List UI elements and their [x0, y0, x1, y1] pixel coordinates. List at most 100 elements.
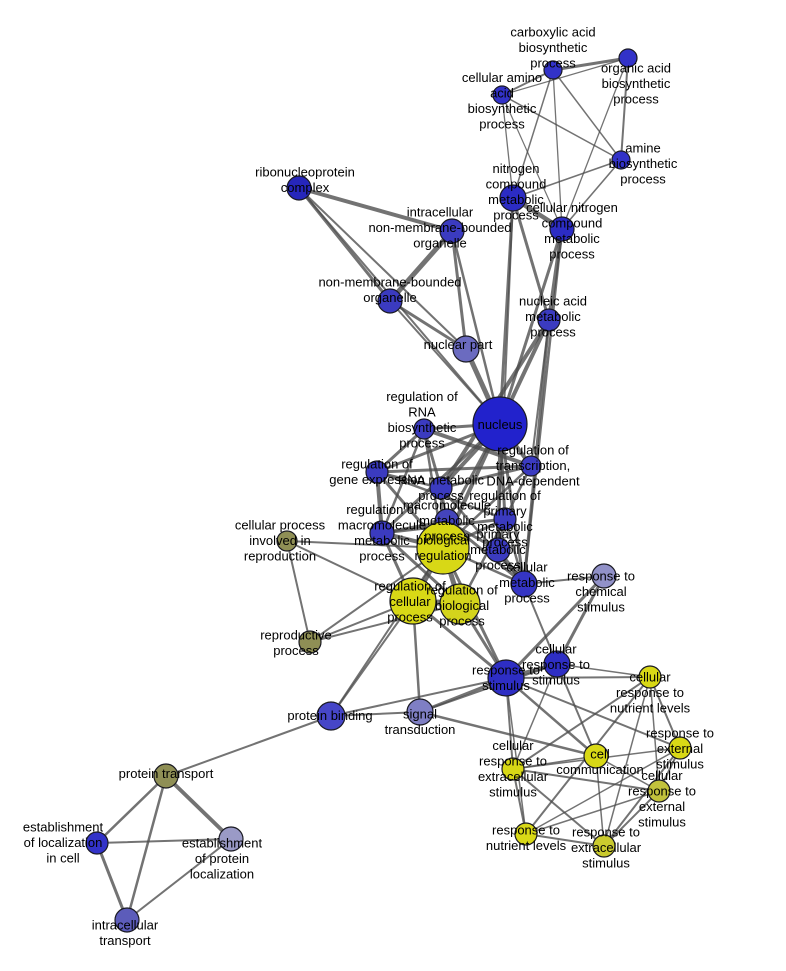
graph-node-label-npart: nuclear part — [424, 337, 493, 352]
edge-layer — [95, 56, 681, 922]
graph-edge-cres-rexc — [512, 768, 605, 847]
graph-node-inmb[interactable]: intracellular non-membrane-bounded organ… — [439, 218, 465, 244]
graph-edge-rtd-rnam — [439, 464, 533, 490]
node-layer: carboxylic acid biosynthetic process cell… — [85, 48, 692, 933]
graph-edge-cres-crex — [512, 768, 660, 792]
graph-node-rcp[interactable]: regulation of cellular process — [389, 577, 437, 625]
graph-edge-crn-rexc — [603, 676, 651, 847]
graph-node-bio[interactable]: biological regulation — [416, 521, 470, 575]
graph-node-rchem[interactable]: response to chemical stimulus — [591, 563, 617, 589]
graph-node-nmb[interactable]: non-membrane-bounded organelle — [377, 288, 403, 314]
graph-node-rrb[interactable]: regulation of RNA biosynthetic process — [413, 418, 435, 440]
graph-node-it[interactable]: intracellular transport — [114, 907, 140, 933]
graph-node-rexc[interactable]: response to extracellular stimulus — [592, 834, 616, 858]
graph-node-caa[interactable]: cellular amino acid biosynthetic process — [492, 85, 512, 105]
graph-node-rext[interactable]: response to external stimulus — [668, 736, 692, 760]
graph-edge-crs-cc — [556, 663, 597, 757]
graph-edge-crn-rext — [649, 676, 681, 749]
graph-node-rnp[interactable]: ribonucleoprotein complex — [286, 175, 312, 201]
graph-node-rpm[interactable]: regulation of primary metabolic process — [493, 507, 517, 531]
graph-node-rs[interactable]: response to stimulus — [487, 659, 525, 697]
graph-node-pt[interactable]: protein transport — [153, 763, 179, 789]
graph-edge-cpr-rep — [286, 540, 311, 643]
graph-edge-cc-rexc — [595, 755, 605, 847]
graph-node-nuc[interactable]: nucleus — [472, 396, 528, 452]
graph-edge-cab-ncm — [512, 69, 554, 199]
graph-node-rmm[interactable]: regulation of macromolecule metabolic pr… — [369, 520, 395, 546]
graph-edge-elc-it — [95, 841, 129, 922]
graph-edge-epl-it — [126, 838, 232, 921]
graph-edge-rnp-inmb — [297, 186, 454, 233]
graph-edge-amb-cnc — [561, 159, 622, 230]
graph-edge-pb-st — [330, 711, 421, 717]
graph-edge-rnp-npart — [298, 187, 467, 350]
graph-edge-caa-ncm — [501, 94, 514, 199]
graph-node-rnam[interactable]: RNA metabolic process — [429, 476, 453, 500]
graph-edge-rs-rext — [505, 677, 681, 749]
graph-edge-elc-epl — [96, 838, 232, 844]
graph-edge-pt-it — [125, 774, 168, 922]
graph-node-npart[interactable]: nuclear part — [452, 335, 480, 363]
graph-node-st[interactable]: signal transduction — [406, 698, 434, 726]
graph-node-label-nuc: nucleus — [478, 417, 523, 432]
graph-edge-inmb-nmb — [387, 228, 455, 304]
graph-edge-inmb-npart — [450, 229, 468, 351]
graph-node-amb[interactable]: amine biosynthetic process — [611, 150, 631, 170]
graph-node-elc[interactable]: establishment of localization in cell — [85, 831, 109, 855]
graph-node-cnc[interactable]: cellular nitrogen compound metabolic pro… — [549, 216, 575, 242]
graph-node-epl[interactable]: establishment of protein localization — [218, 826, 244, 852]
graph-node-pmp[interactable]: primary metabolic process — [485, 537, 511, 563]
graph-node-cmp[interactable]: cellular metabolic process — [510, 570, 538, 598]
graph-node-nam[interactable]: nucleic acid metabolic process — [537, 308, 561, 332]
graph-edge-ncm-nam — [511, 196, 551, 322]
graph-node-cpr[interactable]: cellular process involved in reproductio… — [276, 530, 298, 552]
graph-edge-st-cc — [418, 710, 598, 758]
graph-node-crn[interactable]: cellular response to nutrient levels — [638, 665, 662, 689]
graph-node-ncm[interactable]: nitrogen compound metabolic process — [499, 184, 527, 212]
graph-node-oab[interactable]: organic acid biosynthetic process — [618, 48, 638, 68]
graph-node-rnl[interactable]: response to nutrient levels — [514, 822, 538, 846]
graph-node-crex[interactable]: cellular response to external stimulus — [647, 779, 671, 803]
graph-edge-cnc-nuc — [498, 227, 564, 426]
graph-node-cab[interactable]: carboxylic acid biosynthetic process — [543, 60, 563, 80]
graph-edge-rrb-rtd — [422, 427, 533, 468]
graph-node-rbp[interactable]: regulation of biological process — [439, 583, 481, 625]
graph-edge-nam-rtd — [530, 319, 550, 467]
graph-node-cres[interactable]: cellular response to extracellular stimu… — [501, 757, 525, 781]
graph-node-cc[interactable]: cell communication — [583, 743, 609, 769]
graph-node-crs[interactable]: cellular response to stimulus — [543, 650, 571, 678]
graph-edge-cmp-crs — [523, 583, 558, 665]
graph-node-rep[interactable]: reproductive process — [298, 630, 322, 654]
graph-node-rge[interactable]: regulation of gene expression — [365, 460, 389, 484]
graph-edge-nam-cmp — [522, 318, 551, 586]
graph-edge-rs-cc — [504, 676, 598, 758]
graph-edge-oab-amb — [620, 57, 629, 161]
graph-edge-rtd-rge — [375, 464, 533, 474]
graph-edge-caa-amb — [501, 94, 622, 161]
graph-edge-crs-rchem — [555, 574, 606, 666]
graph-node-pb[interactable]: protein binding — [316, 701, 346, 731]
graph-node-rtd[interactable]: regulation of transcription, DNA-depende… — [520, 455, 542, 477]
graph-edge-cc-cres — [512, 755, 597, 770]
graph-edge-pt-elc — [95, 774, 168, 845]
graph-edge-amb-ncm — [512, 159, 622, 199]
